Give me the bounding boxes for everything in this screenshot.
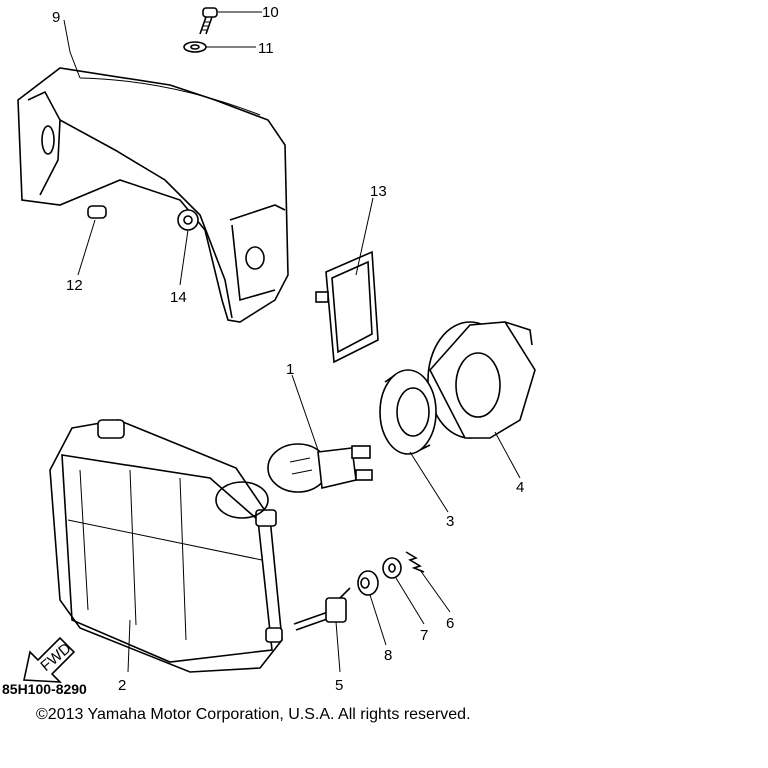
screw-part [199, 7, 218, 35]
callout-6: 6 [446, 615, 454, 632]
callout-12: 12 [66, 277, 83, 294]
callout-8: 8 [384, 647, 392, 664]
washer-part [183, 41, 207, 53]
diagram-reference-code: 85H100-8290 [2, 681, 87, 697]
retaining-ring-part [379, 369, 437, 455]
spacer-part [357, 570, 379, 596]
callout-13: 13 [370, 183, 387, 200]
callout-1: 1 [286, 361, 294, 378]
copyright-notice: ©2013 Yamaha Motor Corporation, U.S.A. A… [36, 706, 471, 723]
adjusting-screw-part [293, 587, 351, 631]
callout-11: 11 [258, 40, 274, 57]
headlight-unit-part [49, 419, 283, 673]
callout-2: 2 [118, 677, 126, 694]
callout-5: 5 [335, 677, 343, 694]
callout-9: 9 [52, 9, 60, 26]
spring-clip-part [405, 551, 425, 573]
callout-10: 10 [262, 4, 279, 21]
callout-7: 7 [420, 627, 428, 644]
callout-14: 14 [170, 289, 187, 306]
grommet-part-14 [177, 209, 199, 231]
socket-cover-part [427, 321, 536, 439]
washer-part-7 [382, 557, 402, 579]
fwd-arrow-icon: FWD [23, 636, 76, 683]
headlight-cover-part [17, 67, 289, 323]
leader-lines [63, 11, 521, 673]
callout-4: 4 [516, 479, 524, 496]
callout-3: 3 [446, 513, 454, 530]
callout-labels: 9 10 11 12 13 14 1 2 3 4 5 6 7 8 [52, 4, 524, 694]
reflector-part [315, 250, 379, 364]
bulb-part [267, 443, 373, 493]
grommet-part-12 [87, 205, 107, 219]
